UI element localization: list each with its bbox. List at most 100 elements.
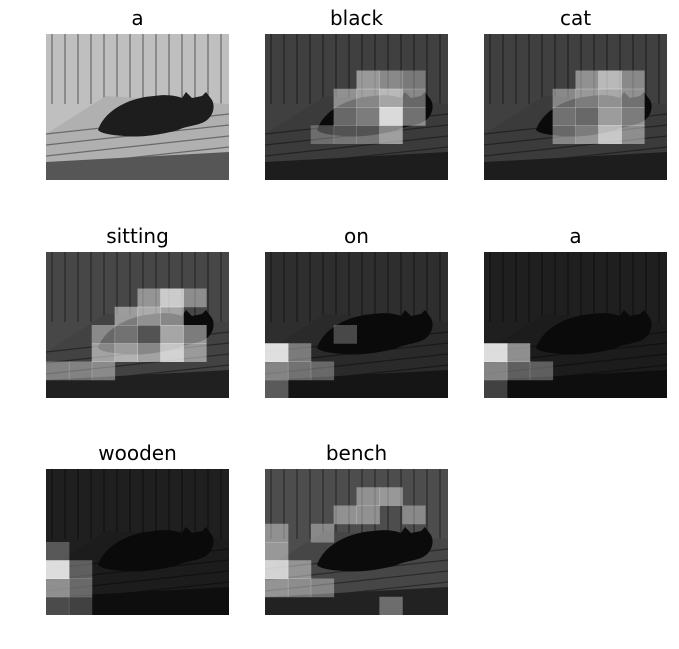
attention-map-image [46,34,229,180]
scene-group [46,34,229,180]
attention-cell [265,523,289,543]
scene-group [484,252,667,398]
cat-silhouette [317,310,433,355]
panel-title: black [329,6,384,30]
attention-cell [265,379,289,398]
attention-cell [333,107,357,126]
attention-cell [621,70,645,90]
attention-map-svg [46,252,229,398]
attention-cell [287,578,312,598]
attention-cell [91,343,116,362]
attention-cell [68,361,93,381]
bench-slat-line [46,570,229,592]
attention-cell [46,560,70,579]
bench-slat-line [46,353,229,375]
attention-cell [333,125,357,144]
attention-cell [68,578,93,598]
attention-map-image [484,252,667,398]
panel-title: wooden [98,441,177,465]
cat-silhouette [98,527,214,572]
attention-cell [183,325,207,344]
attention-cell [333,505,357,525]
bench-slat-line [265,570,448,592]
scene-group [265,469,448,615]
attention-cell [265,343,289,362]
cat-silhouette [536,92,652,137]
attention-map-svg [484,252,667,398]
attention-map-image [265,469,448,615]
attention-cell [160,288,184,308]
attention-cell [575,107,599,126]
attention-cell [91,325,116,344]
attention-cell [310,578,335,598]
cat-silhouette [536,310,652,355]
attention-cell [529,361,554,381]
attention-map-svg [46,34,229,180]
attention-cell [160,343,184,362]
bench-front [265,370,448,398]
bench-front [484,152,667,180]
attention-map-image [46,469,229,615]
attention-cell [552,88,576,108]
scene-group [46,252,229,398]
cat-silhouette [98,92,214,137]
attention-cell [379,70,403,90]
panel-title: bench [325,441,388,465]
attention-cell [379,596,403,615]
attention-cell [114,306,138,326]
attention-map-image [265,34,448,180]
attention-cell [137,343,161,362]
attention-map-image [46,252,229,398]
panel-title: a [569,224,582,248]
attention-cell [356,88,380,108]
attention-cell [46,361,70,381]
attention-cell [598,125,622,144]
attention-map-svg [46,469,229,615]
attention-cell [137,288,161,308]
attention-map-svg [265,34,448,180]
attention-cell [402,88,426,108]
attention-cell [621,88,645,108]
attention-cell [310,125,335,144]
attention-cell [46,542,70,561]
attention-cell [484,379,508,398]
attention-cell [621,125,645,144]
attention-map-image [484,34,667,180]
attention-cell [379,88,403,108]
attention-cell [575,88,599,108]
scene-group [265,252,448,398]
panel-title: on [344,224,369,248]
attention-cell [160,306,184,326]
attention-cell [484,343,508,362]
attention-cell [506,343,531,362]
bench-front [265,587,448,615]
attention-cell [265,361,289,381]
attention-cell [137,306,161,326]
attention-cell [91,361,116,381]
attention-cell [310,361,335,381]
bench-slat-line [46,135,229,157]
attention-cell [402,107,426,126]
attention-cell [484,361,508,381]
attention-cell [356,505,380,525]
bench-slat-line [484,353,667,375]
attention-cell [621,107,645,126]
attention-cell [287,361,312,381]
attention-cell [333,88,357,108]
bench-front [46,370,229,398]
bench-slat-line [484,135,667,157]
attention-cell [333,325,357,344]
bench-front [46,587,229,615]
attention-cell [183,288,207,308]
attention-cell [356,125,380,144]
attention-cell [379,125,403,144]
attention-map-svg [484,34,667,180]
attention-cell [46,578,70,598]
attention-map-svg [265,252,448,398]
panel-title: sitting [106,224,169,248]
attention-cell [68,596,93,615]
bench-front [265,152,448,180]
scene-group [46,469,229,615]
attention-cell [356,487,380,506]
panel-title: a [131,6,144,30]
